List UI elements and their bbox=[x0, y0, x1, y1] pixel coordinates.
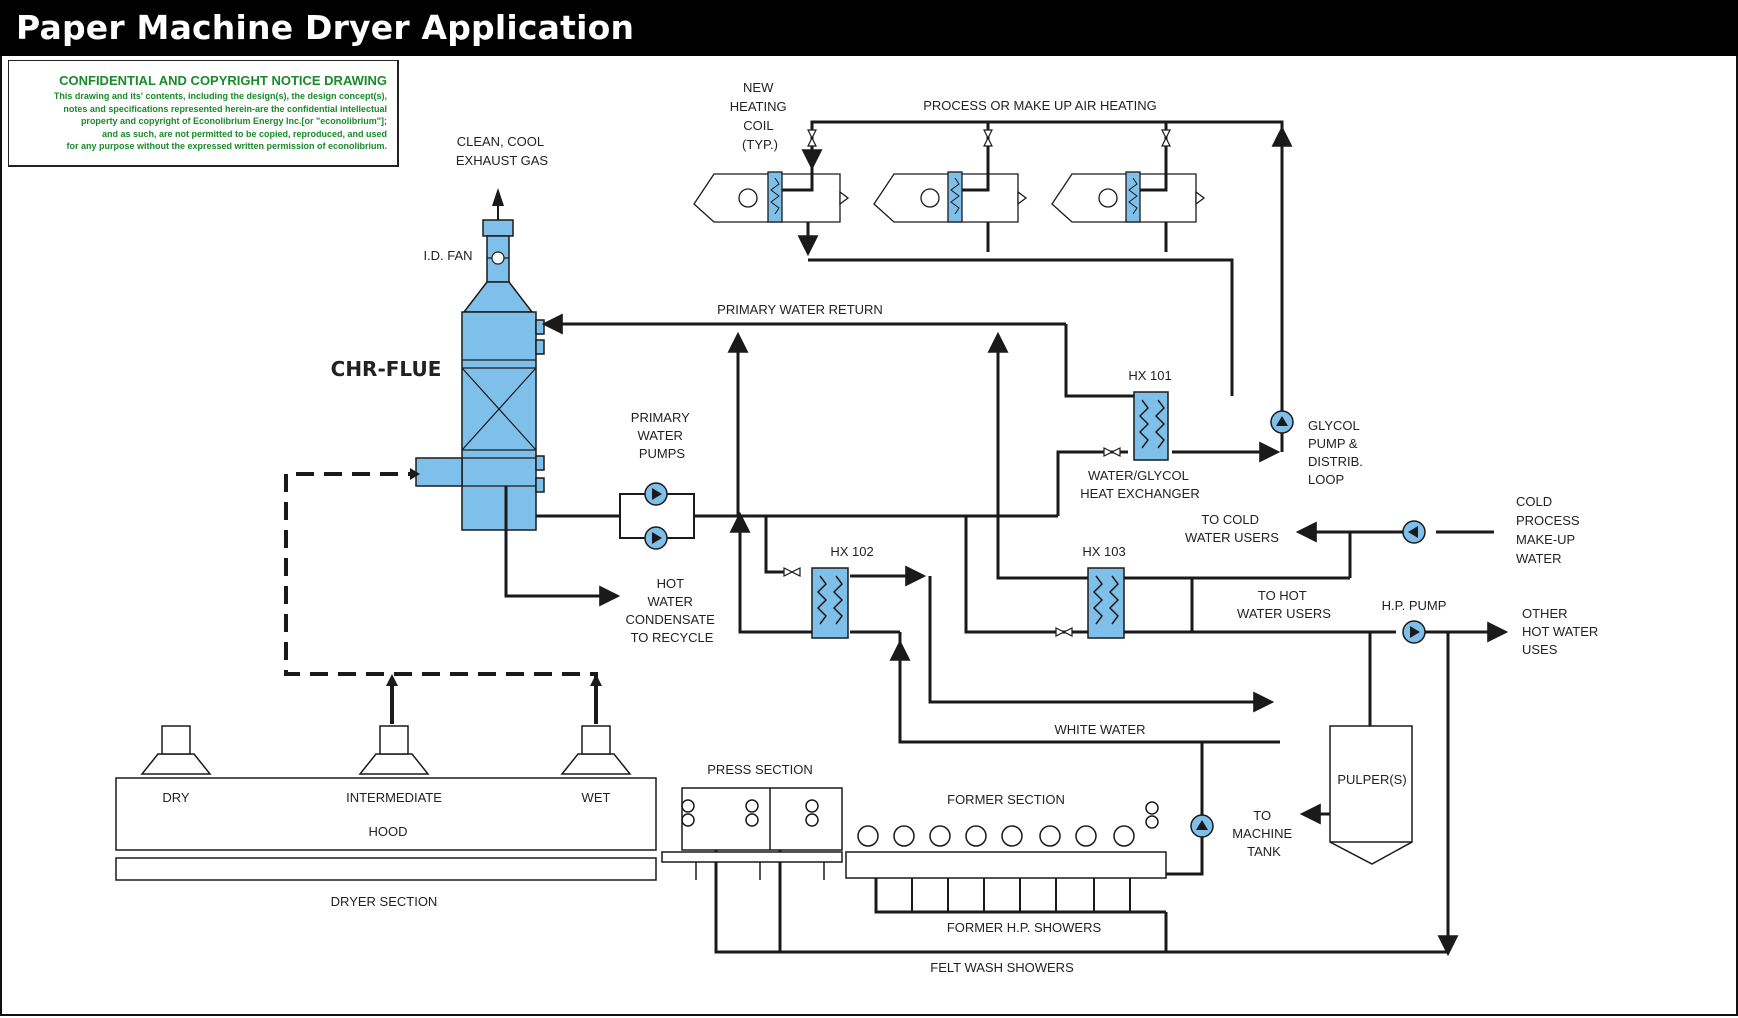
stack-internals bbox=[461, 257, 537, 487]
label-new-heating-coil: NEW HEATING COIL (TYP.) bbox=[730, 80, 790, 152]
press-rolls bbox=[681, 799, 819, 827]
label-other-hot-water-uses: OTHER HOT WATER USES bbox=[1522, 606, 1602, 657]
notice-line: property and copyright of Econolibrium E… bbox=[80, 116, 387, 126]
label-press-section: PRESS SECTION bbox=[707, 762, 812, 777]
label-to-cold-water-users: TO COLD WATER USERS bbox=[1185, 512, 1279, 545]
diagram-frame bbox=[0, 56, 1738, 1016]
label-glycol-pump: GLYCOL PUMP & DISTRIB. LOOP bbox=[1308, 418, 1367, 487]
notice-line: for any purpose without the expressed wr… bbox=[66, 141, 387, 151]
label-id-fan: I.D. FAN bbox=[423, 248, 472, 263]
notice-line: and as such, are not permitted to be cop… bbox=[101, 128, 387, 139]
air-handler-2 bbox=[873, 171, 1028, 223]
label-primary-water-pumps: PRIMARY WATER PUMPS bbox=[631, 410, 693, 461]
label-hx102: HX 102 bbox=[830, 544, 873, 559]
label-cold-process-makeup: COLD PROCESS MAKE-UP WATER bbox=[1516, 494, 1583, 566]
label-wet: WET bbox=[582, 790, 611, 805]
air-handler-3 bbox=[1051, 171, 1206, 223]
label-hot-water-condensate: HOT WATER CONDENSATE TO RECYCLE bbox=[626, 576, 719, 645]
notice-heading: CONFIDENTIAL AND COPYRIGHT NOTICE DRAWIN… bbox=[59, 73, 387, 88]
hood-exhaust-arrows bbox=[386, 468, 602, 686]
former-section bbox=[845, 851, 1167, 879]
notice-line: This drawing and its' contents, includin… bbox=[53, 91, 387, 101]
label-dryer-section: DRYER SECTION bbox=[331, 894, 438, 909]
chr-flue-stack bbox=[415, 219, 545, 531]
label-dry: DRY bbox=[162, 790, 190, 805]
label-hp-pump: H.P. PUMP bbox=[1382, 598, 1447, 613]
hx-102 bbox=[811, 567, 849, 639]
label-to-hot-water-users: TO HOT WATER USERS bbox=[1237, 588, 1331, 621]
air-handler-1 bbox=[693, 171, 850, 223]
pump-arrows bbox=[652, 416, 1420, 830]
label-to-machine-tank: TO MACHINE TANK bbox=[1232, 808, 1296, 859]
label-process-air: PROCESS OR MAKE UP AIR HEATING bbox=[923, 98, 1157, 113]
label-intermediate: INTERMEDIATE bbox=[346, 790, 442, 805]
press-section bbox=[661, 787, 843, 880]
label-former-section: FORMER SECTION bbox=[947, 792, 1065, 807]
pumps bbox=[644, 410, 1426, 838]
label-exhaust-gas: CLEAN, COOL EXHAUST GAS bbox=[456, 134, 549, 168]
label-former-hp-showers: FORMER H.P. SHOWERS bbox=[947, 920, 1102, 935]
valves bbox=[783, 129, 1171, 637]
page-title: Paper Machine Dryer Application bbox=[16, 8, 635, 47]
label-white-water: WHITE WATER bbox=[1055, 722, 1146, 737]
label-water-glycol-hx: WATER/GLYCOL HEAT EXCHANGER bbox=[1080, 468, 1199, 501]
dryer-hood bbox=[115, 725, 657, 881]
copyright-notice: CONFIDENTIAL AND COPYRIGHT NOTICE DRAWIN… bbox=[8, 60, 399, 167]
title-bar: Paper Machine Dryer Application bbox=[0, 0, 1738, 56]
former-rolls bbox=[857, 801, 1159, 847]
hx-103 bbox=[1087, 567, 1125, 639]
label-primary-water-return: PRIMARY WATER RETURN bbox=[717, 302, 883, 317]
label-chr-flue: CHR-FLUE bbox=[331, 357, 442, 381]
label-pulper: PULPER(S) bbox=[1337, 772, 1406, 787]
label-hx103: HX 103 bbox=[1082, 544, 1125, 559]
label-hood: HOOD bbox=[369, 824, 408, 839]
pulper bbox=[1329, 725, 1413, 865]
label-felt-wash-showers: FELT WASH SHOWERS bbox=[930, 960, 1074, 975]
notice-line: notes and specifications represented her… bbox=[63, 103, 387, 114]
exhaust-arrow bbox=[492, 188, 504, 206]
coil-zigzags bbox=[770, 177, 1138, 215]
fan-symbol bbox=[491, 251, 505, 265]
label-hx101: HX 101 bbox=[1128, 368, 1171, 383]
hx-101 bbox=[1133, 391, 1169, 461]
